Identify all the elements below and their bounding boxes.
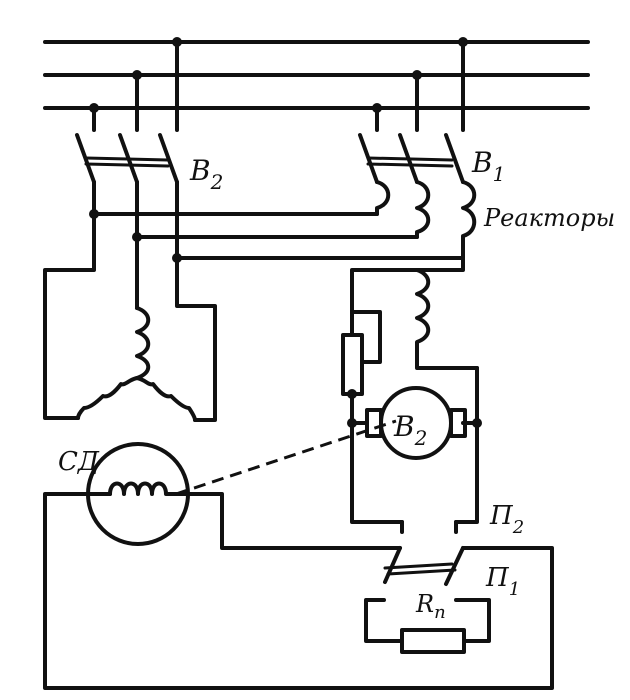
- switch-b1-pole-c: [444, 40, 465, 184]
- stator-coil-a: [76, 376, 139, 420]
- exciter-feed: [350, 256, 465, 337]
- switch-p2-label: П2: [489, 501, 524, 538]
- resistor-label: Rп: [415, 590, 446, 623]
- switch-b2-label: B2: [189, 154, 223, 194]
- reactors: [375, 180, 477, 260]
- exciter-brush-left: [365, 408, 383, 438]
- switch-p1-blade-left: [383, 546, 402, 584]
- stator-coil-c: [135, 376, 197, 422]
- exciter-subscript: 2: [414, 426, 428, 450]
- exciter-label: B2: [393, 410, 427, 450]
- switch-b1-linkage: [366, 156, 454, 162]
- reactors-label: Реакторы: [483, 204, 615, 232]
- switch-b1-label: B1: [471, 146, 505, 186]
- switch-b2-linkage: [84, 162, 170, 168]
- supply-bus: [43, 37, 590, 113]
- rheostat: [341, 333, 364, 396]
- reactor-coil-c: [461, 180, 477, 260]
- stator-lead-a: [43, 212, 96, 420]
- stator-lead-c: [175, 256, 217, 422]
- resistor-subscript: п: [434, 602, 446, 623]
- switch-b2-linkage: [84, 156, 170, 162]
- exciter-return-left: [350, 392, 404, 524]
- switch-p2: [400, 520, 458, 534]
- rheostat-slider: [350, 310, 382, 364]
- junction: [472, 418, 482, 428]
- switch-p1-letter: П: [485, 563, 510, 593]
- switch-p1-blade-right: [444, 546, 465, 586]
- switch-b1-linkage: [366, 162, 454, 168]
- labels: B2 B1 Реакторы B2 П2 П1 Rп: [189, 146, 615, 623]
- switch-p1-subscript: 1: [509, 579, 520, 600]
- resistor-lead-right: [454, 598, 491, 643]
- field-circuit-loop-top: [174, 492, 402, 550]
- switch-p1-label: П1: [485, 563, 520, 600]
- switch-b2-pole-c: [158, 40, 179, 184]
- switch-b2-subscript: 2: [210, 170, 224, 194]
- stator-winding: [43, 212, 217, 422]
- switch-b2: [75, 40, 179, 184]
- switch-b1-subscript: 1: [493, 162, 506, 186]
- switch-p1-linkage: [386, 568, 457, 576]
- switch-b1-pole-a: [358, 106, 379, 184]
- junction: [347, 418, 357, 428]
- stator-coil-b: [135, 306, 151, 380]
- motor-label: СД: [58, 447, 100, 477]
- switch-b2-letter: B: [189, 154, 211, 187]
- exciter-return-right: [454, 421, 479, 524]
- switch-p1-linkage: [383, 562, 454, 570]
- field-circuit-loop-left: [43, 492, 554, 690]
- exciter-letter: B: [393, 410, 415, 443]
- mechanical-coupling: [175, 419, 397, 496]
- discharge-resistor: [400, 628, 466, 654]
- resistor-letter: R: [415, 590, 434, 618]
- resistor-lead-left: [364, 598, 404, 643]
- field-winding: [108, 481, 178, 496]
- reactor-coil-a: [375, 180, 391, 216]
- field-circuit: [43, 492, 554, 690]
- switch-b2-pole-a: [75, 106, 96, 184]
- switch-p2-subscript: 2: [512, 517, 524, 538]
- feeder-wires: [89, 180, 465, 263]
- exciter-circle: [379, 386, 453, 460]
- reactor-coil-b: [415, 180, 431, 239]
- switch-b1-letter: B: [471, 146, 493, 179]
- exciter-circuit: [175, 256, 482, 524]
- switch-p2-letter: П: [489, 501, 514, 531]
- switch-b1: [358, 40, 465, 184]
- exciter-field-coil: [415, 268, 479, 370]
- junction: [347, 389, 357, 399]
